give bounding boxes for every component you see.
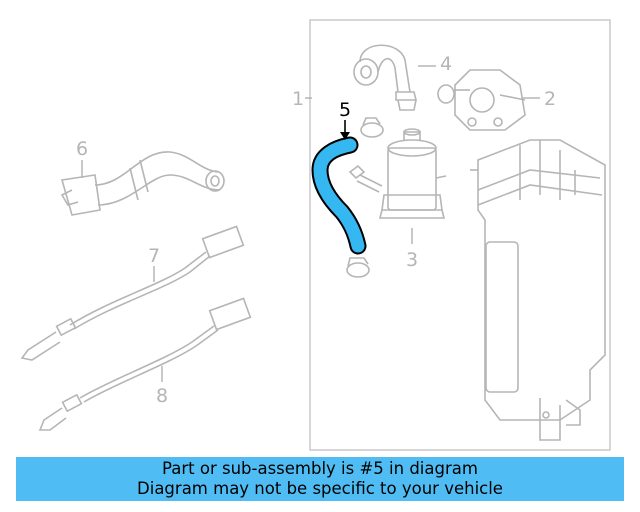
callout-5-arrowhead [340, 132, 350, 140]
part-2-valve [437, 69, 526, 131]
callout-2: 2 [544, 88, 556, 110]
part-5-hose [313, 138, 365, 253]
callout-6: 6 [76, 138, 88, 160]
callout-5: 5 [339, 99, 351, 121]
canister [470, 139, 606, 441]
part-8-sensor [38, 297, 252, 431]
part-3-filter [378, 128, 447, 219]
parts-diagram: 1 6 7 8 4 [20, 19, 611, 451]
hose-clamp-lower [346, 257, 370, 278]
info-banner: Part or sub-assembly is #5 in diagram Di… [16, 457, 624, 501]
part-4-hose [353, 44, 418, 111]
banner-line-1: Part or sub-assembly is #5 in diagram [162, 459, 478, 478]
assembly-frame [309, 19, 611, 451]
banner-line-2: Diagram may not be specific to your vehi… [137, 479, 503, 498]
callout-7: 7 [148, 245, 160, 267]
part-6-hose [60, 151, 225, 216]
callout-4: 4 [440, 53, 452, 75]
callout-8: 8 [156, 385, 168, 407]
hose-clamp-upper [360, 117, 384, 138]
bolt [348, 164, 383, 193]
part-7-sensor [20, 225, 245, 361]
callout-3: 3 [406, 249, 418, 271]
callout-1: 1 [292, 88, 304, 110]
